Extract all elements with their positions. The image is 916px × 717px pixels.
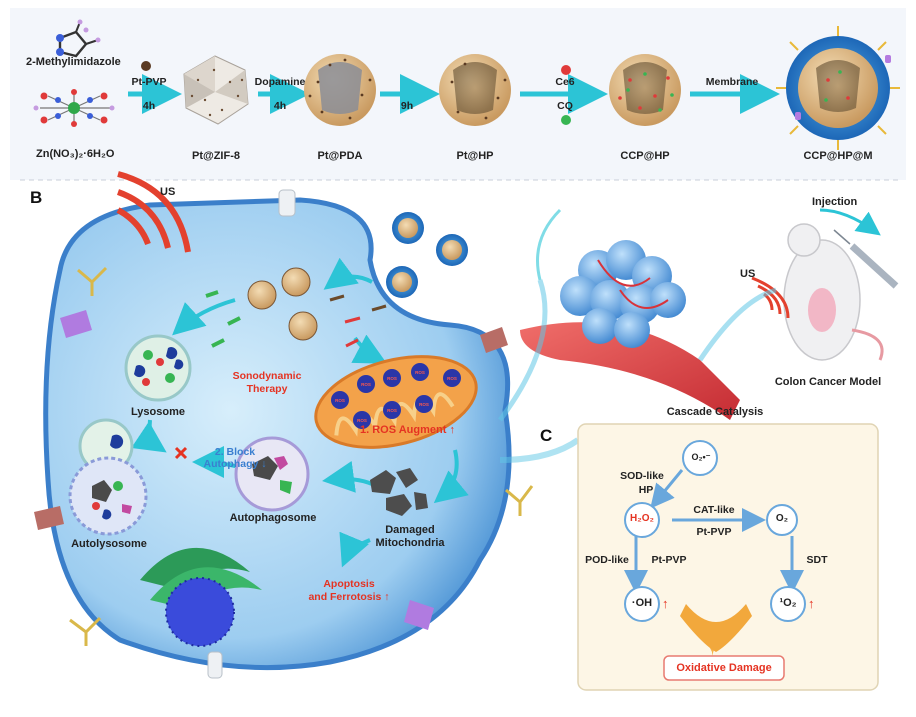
step-4-reagent: Ce6 xyxy=(555,76,575,88)
product-ccp-hp-m: CCP@HP@M xyxy=(803,150,873,162)
cascade-arrows xyxy=(624,469,804,594)
ros-badge-3: ROS xyxy=(387,376,397,381)
panel-c-letter: C xyxy=(540,426,553,445)
ros-augment-label: 1. ROS Augment ↑ xyxy=(360,424,455,436)
pt-hp-particle xyxy=(439,54,511,126)
zinc-nitrate-label: Zn(NO₃)₂·6H₂O xyxy=(36,148,115,160)
step-5-reagent: Membrane xyxy=(705,76,759,88)
superoxide-label: O₂•⁻ xyxy=(691,452,711,462)
autophagosome-label: Autophagosome xyxy=(229,512,317,524)
connector-sweep-2 xyxy=(697,287,777,362)
up-arrow-icon: ↑ xyxy=(384,591,390,603)
methylimidazole-molecule xyxy=(56,19,101,58)
tumor-vessel-illustration xyxy=(520,208,740,420)
ros-badge-1: ROS xyxy=(335,398,345,403)
step-2-time: 4h xyxy=(273,100,287,112)
pt-zif8-particle xyxy=(183,55,249,125)
ros-badge-5: ROS xyxy=(447,376,457,381)
oh-up-arrow-icon: ↑ xyxy=(662,596,669,611)
product-pt-zif8: Pt@ZIF-8 xyxy=(191,150,240,162)
cascade-species-bubbles xyxy=(624,440,806,622)
oxidative-damage-box xyxy=(663,655,785,681)
o2-up-arrow-icon: ↑ xyxy=(808,596,815,611)
injection-label: Injection xyxy=(812,196,858,208)
autolysosome-label: Autolysosome xyxy=(71,538,147,550)
methylimidazole-label: 2-Methylimidazole xyxy=(26,56,121,68)
us-label: US xyxy=(160,186,176,198)
step-1-reagent: Pt-PVP xyxy=(131,76,167,88)
us-mouse-label: US xyxy=(740,268,756,280)
hp-label: HP xyxy=(638,484,654,496)
syringe xyxy=(833,229,899,289)
convergence-funnel xyxy=(680,604,752,652)
ros-badge-6: ROS xyxy=(357,418,367,423)
singlet-oxygen-label: ¹O₂ xyxy=(779,597,797,609)
sod-like-label: SOD-like xyxy=(620,470,664,482)
ccp-hp-m-particle xyxy=(776,26,900,150)
ce6-dot xyxy=(561,65,571,75)
autophagosome xyxy=(234,436,310,512)
ros-badge-4: ROS xyxy=(415,370,425,375)
cq-dot xyxy=(561,115,571,125)
ros-badge-7: ROS xyxy=(387,408,397,413)
block-x-mark xyxy=(174,446,188,460)
us-waves xyxy=(116,171,191,253)
pod-pt-pvp-label: Pt-PVP xyxy=(651,554,687,566)
oxidative-damage-label: Oxidative Damage xyxy=(676,662,772,674)
injection-arrow xyxy=(819,208,881,236)
sonodynamic-therapy-label: Sonodynamic Therapy xyxy=(232,370,302,395)
up-arrow-icon: ↑ xyxy=(449,424,455,436)
lysosome xyxy=(124,334,192,402)
autolysosome xyxy=(68,418,148,536)
colon-cancer-model-label: Colon Cancer Model xyxy=(774,376,882,388)
hydroxyl-radical-label: ·OH xyxy=(631,597,653,609)
step-1-time: 4h xyxy=(142,100,156,112)
ros-badge-2: ROS xyxy=(361,382,371,387)
pt-pda-particle xyxy=(304,54,376,126)
ros-badge-8: ROS xyxy=(419,402,429,407)
mouse-model xyxy=(783,223,884,361)
ccp-hp-particle xyxy=(609,54,681,126)
step-2-reagent: Dopamine xyxy=(254,76,306,88)
step-4-time: CQ xyxy=(557,100,573,112)
panel-b-letter: B xyxy=(30,188,43,207)
ros-bursts xyxy=(331,363,461,429)
lysosome-label: Lysosome xyxy=(130,406,185,418)
pod-like-label: POD-like xyxy=(585,554,629,566)
cell-nanoparticles xyxy=(247,212,468,341)
down-arrow-icon: ↓ xyxy=(261,458,267,470)
connector-sweep-3 xyxy=(499,437,580,463)
drug-molecules xyxy=(205,290,387,348)
sdt-label: SDT xyxy=(806,554,828,566)
nucleus xyxy=(140,547,262,647)
product-pt-hp: Pt@HP xyxy=(456,150,494,162)
connector-sweep-1 xyxy=(497,279,548,422)
cat-pt-pvp-label: Pt-PVP xyxy=(696,526,732,538)
product-pt-pda: Pt@PDA xyxy=(317,150,363,162)
pt-pvp-dot xyxy=(141,61,151,71)
step-3-time: 9h xyxy=(400,100,414,112)
damaged-mitochondria xyxy=(370,468,428,516)
cat-like-label: CAT-like xyxy=(693,504,735,516)
membrane-receptors xyxy=(34,189,534,679)
cascade-catalysis-title: Cascade Catalysis xyxy=(666,406,764,418)
h2o2-label: H₂O₂ xyxy=(630,513,654,524)
o2-label: O₂ xyxy=(775,513,789,524)
zinc-nitrate-molecule xyxy=(33,89,115,127)
product-ccp-hp: CCP@HP xyxy=(620,150,670,162)
cancer-cell xyxy=(43,197,512,671)
